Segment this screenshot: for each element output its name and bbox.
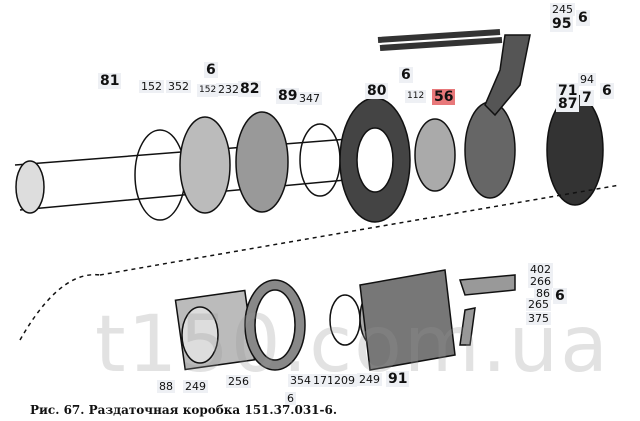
- figure-caption: Рис. 67. Раздаточная коробка 151.37.031-…: [30, 403, 338, 417]
- bearing-152: [179, 116, 231, 214]
- label-88: 88: [157, 380, 175, 393]
- label-245: 245: [550, 3, 575, 16]
- label-82: 82: [238, 81, 262, 97]
- label-94: 94: [578, 73, 596, 86]
- gear-82: [235, 111, 289, 213]
- axis-line: [19, 184, 621, 341]
- group-label-6: 6: [576, 10, 590, 26]
- label-265: 265: [526, 298, 551, 311]
- label-402: 402: [528, 263, 553, 276]
- label-375: 375: [526, 312, 551, 325]
- label-249b: 249: [357, 373, 382, 386]
- label-266: 266: [528, 275, 553, 288]
- label-81: 81: [98, 73, 122, 89]
- label-86: 86: [534, 287, 552, 300]
- group-label-7: 7: [580, 90, 594, 106]
- label-352: 352: [166, 80, 191, 93]
- plate-266: [458, 274, 516, 296]
- label-249: 249: [183, 380, 208, 393]
- rings-89: [299, 123, 341, 197]
- label-89: 89: [276, 88, 300, 104]
- label-256: 256: [226, 375, 251, 388]
- group-label-6: 6: [600, 83, 614, 99]
- housing-91: [359, 269, 456, 371]
- label-80: 80: [365, 83, 389, 99]
- fork-94: [484, 34, 531, 117]
- label-56-highlighted: 56: [432, 89, 456, 105]
- plate-265: [459, 307, 476, 346]
- label-152: 152: [139, 80, 164, 93]
- label-354: 354: [288, 374, 313, 387]
- group-label-6: 6: [553, 288, 567, 304]
- label-112: 112: [405, 90, 427, 103]
- group-label-6: 6: [399, 67, 413, 83]
- rod: [377, 29, 503, 51]
- label-152b: 152: [197, 84, 219, 97]
- label-71: 71: [556, 83, 580, 99]
- bearing-112: [414, 118, 456, 192]
- snap-ring: [134, 129, 186, 221]
- label-95: 95: [550, 16, 574, 32]
- label-87: 87: [556, 96, 580, 112]
- label-232: 232: [216, 83, 241, 96]
- label-209: 209: [332, 374, 357, 387]
- shaft-spline-end: [15, 160, 45, 214]
- sleeve-56: [464, 101, 516, 199]
- label-171: 171: [311, 374, 336, 387]
- group-label-6: 6: [285, 392, 296, 405]
- label-347: 347: [297, 92, 322, 105]
- label-91: 91: [386, 371, 410, 387]
- group-label-6: 6: [204, 62, 218, 78]
